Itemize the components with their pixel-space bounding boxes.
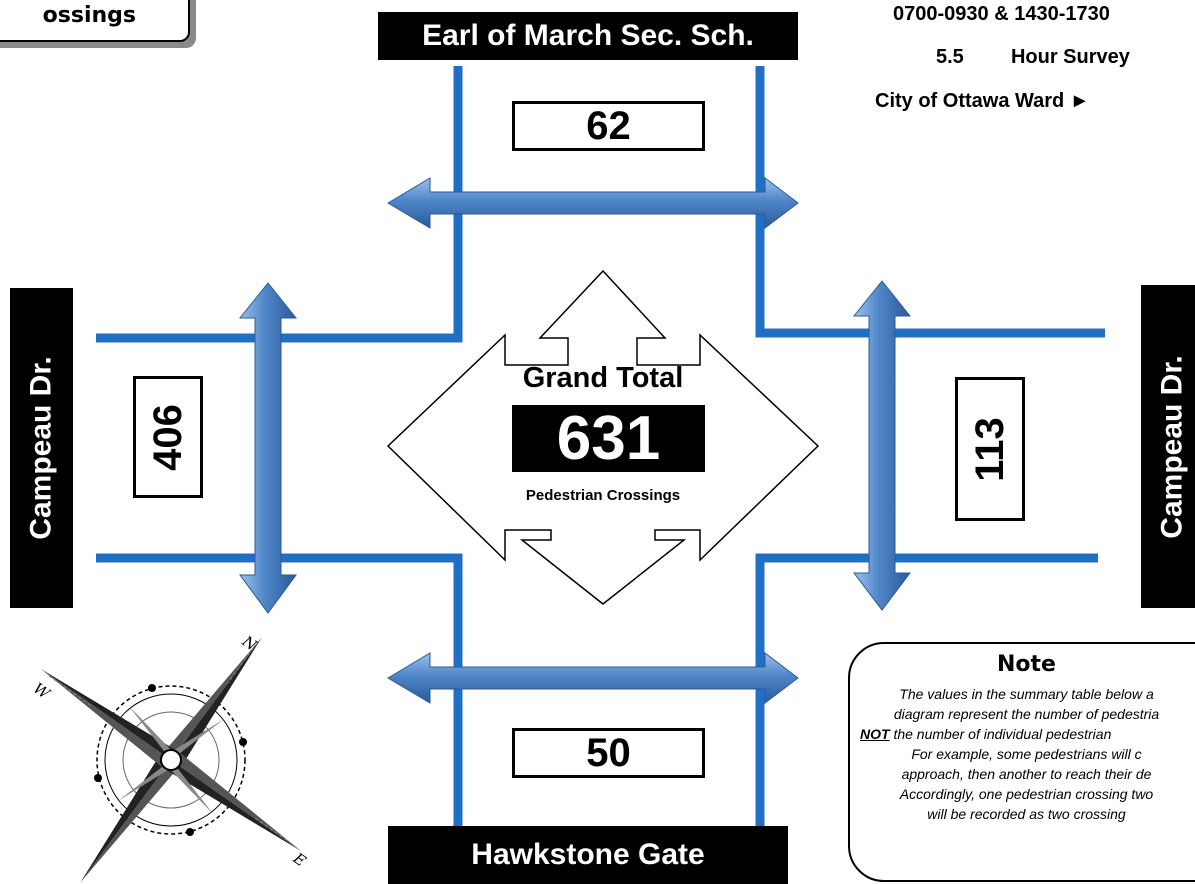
ward-label: City of Ottawa Ward ► <box>875 90 1187 113</box>
note-line-6: Accordingly, one pedestrian crossing two <box>854 784 1195 804</box>
note-body: The values in the summary table below a … <box>854 684 1195 824</box>
grand-total-value: 631 <box>557 403 660 474</box>
compass-rose <box>41 637 301 883</box>
note-line-4: For example, some pedestrians will c <box>854 744 1195 764</box>
south-count: 50 <box>586 731 631 776</box>
east-count-box: 113 <box>955 377 1025 521</box>
west-count: 406 <box>146 404 191 471</box>
south-crossing-arrow <box>388 653 798 703</box>
compass-east-label: E <box>289 849 309 871</box>
compass-north-label: N <box>238 632 261 655</box>
grand-total-sublabel: Pedestrian Crossings <box>505 487 701 504</box>
west-crossing-arrow <box>240 283 296 613</box>
survey-label: Hour Survey <box>1011 46 1130 68</box>
note-line-5: approach, then another to reach their de <box>854 764 1195 784</box>
north-street-label: Earl of March Sec. Sch. <box>378 12 798 60</box>
north-count-box: 62 <box>512 101 705 151</box>
note-line-1: The values in the summary table below a <box>854 684 1195 704</box>
title-tab: ossings <box>0 0 190 42</box>
east-street-label: Campeau Dr. <box>1141 285 1195 608</box>
note-title: Note <box>850 652 1195 677</box>
grand-total-label: Grand Total <box>505 362 701 395</box>
north-street-name: Earl of March Sec. Sch. <box>422 19 754 53</box>
west-street-name: Campeau Dr. <box>25 356 59 539</box>
title-fragment: ossings <box>43 3 136 28</box>
survey-duration: 5.5 Hour Survey <box>936 46 1187 69</box>
note-emphasis: NOT <box>860 726 890 742</box>
note-line-3: NOT the number of individual pedestrian <box>854 724 1195 744</box>
east-count: 113 <box>968 417 1013 482</box>
west-count-box: 406 <box>133 376 203 498</box>
compass-west-label: W <box>30 679 54 703</box>
south-street-label: Hawkstone Gate <box>388 826 788 884</box>
note-line-7: will be recorded as two crossing <box>854 804 1195 824</box>
survey-hours: 5.5 <box>936 46 964 68</box>
time-periods: 0700-0930 & 1430-1730 <box>893 3 1187 26</box>
south-count-box: 50 <box>512 728 705 778</box>
note-line-2: diagram represent the number of pedestri… <box>854 704 1195 724</box>
north-count: 62 <box>586 104 631 149</box>
east-street-name: Campeau Dr. <box>1156 355 1190 538</box>
grand-total-value-box: 631 <box>512 405 705 472</box>
south-street-name: Hawkstone Gate <box>471 838 704 872</box>
west-street-label: Campeau Dr. <box>10 288 73 608</box>
north-crossing-arrow <box>388 178 798 228</box>
note-line-3-rest: the number of individual pedestrian <box>890 726 1112 742</box>
note-box: Note The values in the summary table bel… <box>848 642 1195 882</box>
